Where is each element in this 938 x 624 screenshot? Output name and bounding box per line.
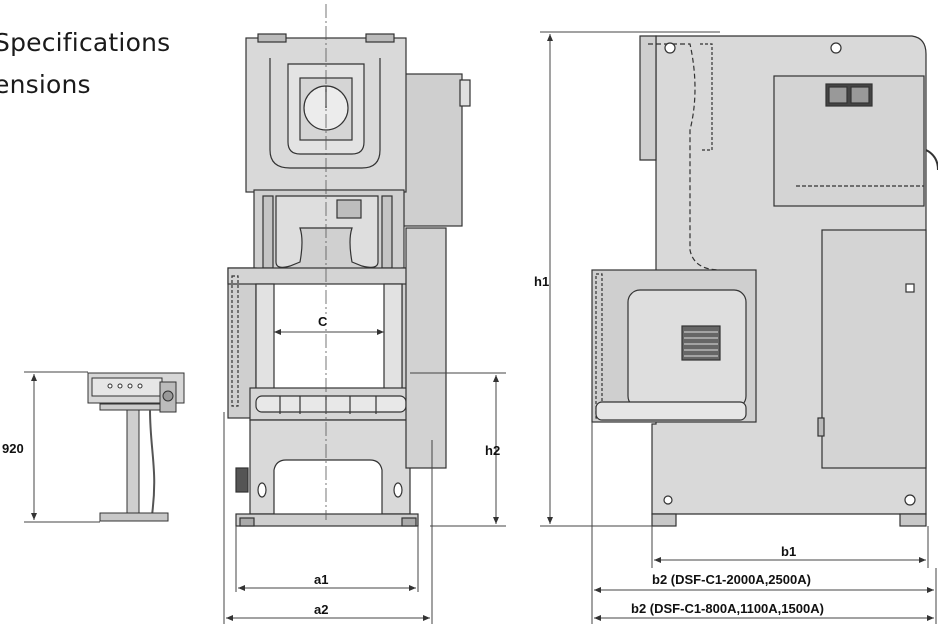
- b-dimensions: [591, 422, 937, 624]
- dim-h1-label: h1: [534, 274, 549, 289]
- dim-a1-label: a1: [314, 572, 328, 587]
- h2-dimension: [410, 372, 506, 527]
- press-front-view: [227, 33, 471, 527]
- dim-c-label: C: [318, 314, 328, 329]
- table-height-dimension: [24, 371, 100, 523]
- press-side-view: [591, 35, 938, 527]
- dim-920-label: 920: [2, 441, 24, 456]
- dim-b2-2000a-label: b2 (DSF-C1-2000A,2500A): [652, 572, 811, 587]
- dim-h2-label: h2: [485, 443, 500, 458]
- heading-line-2: ensions: [0, 70, 91, 99]
- h1-dimension: [540, 31, 720, 527]
- heading-line-1: Specifications: [0, 28, 171, 57]
- control-table: [87, 372, 185, 522]
- c-label-bg: [314, 314, 334, 328]
- dim-b1-label: b1: [781, 544, 796, 559]
- dim-a2-label: a2: [314, 602, 328, 617]
- dim-b2-800a-label: b2 (DSF-C1-800A,1100A,1500A): [631, 601, 824, 616]
- a-dimensions: [223, 412, 433, 624]
